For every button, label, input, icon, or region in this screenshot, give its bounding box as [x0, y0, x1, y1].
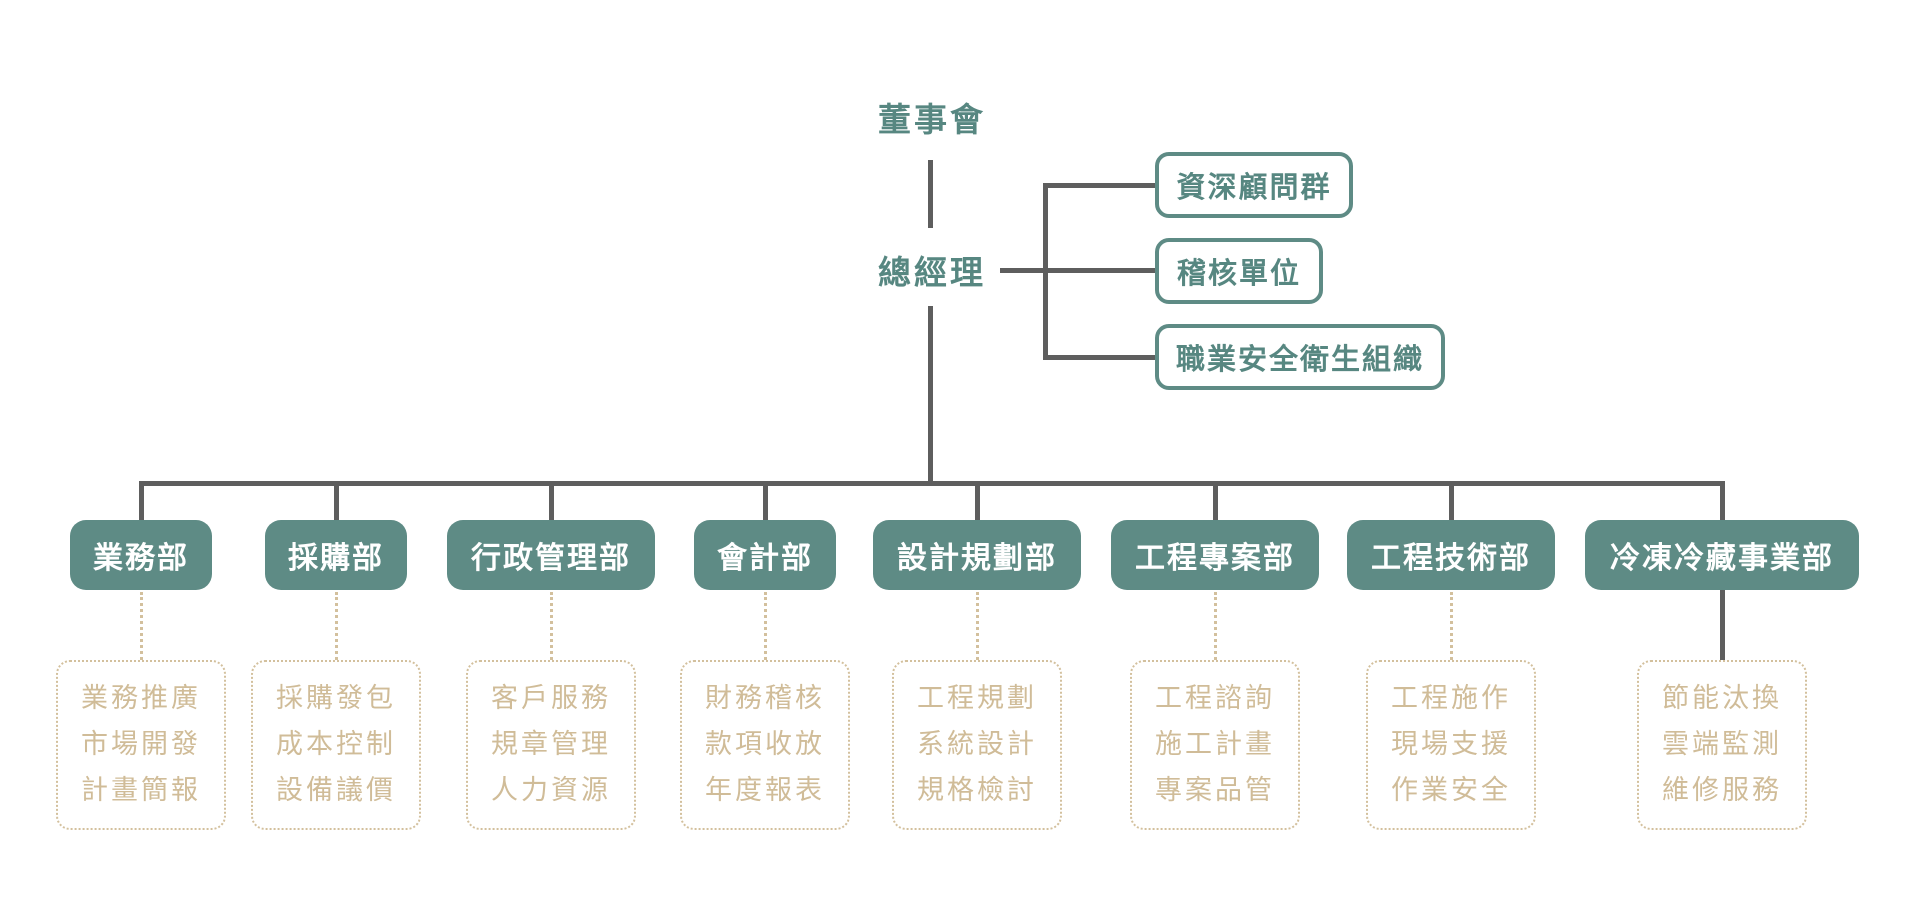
connector-drop-2: [334, 481, 339, 522]
duty-item: 人力資源: [491, 775, 611, 806]
connector-drop-6: [1213, 481, 1218, 522]
dotted-connector-3: [550, 592, 553, 660]
staff-unit-box-safety: 職業安全衛生組織: [1155, 324, 1445, 390]
duty-item: 維修服務: [1662, 775, 1782, 806]
duty-item: 成本控制: [276, 729, 396, 760]
general-manager-title: 總經理: [878, 253, 986, 292]
department-box-3: 行政管理部: [447, 520, 655, 590]
duties-box-7: 工程施作 現場支援 作業安全: [1366, 660, 1536, 830]
department-label: 冷凍冷藏事業部: [1610, 541, 1834, 576]
connector-drop-3: [549, 481, 554, 522]
department-label: 會計部: [717, 541, 813, 576]
duty-item: 客戶服務: [491, 683, 611, 714]
duty-item: 作業安全: [1391, 775, 1511, 806]
department-label: 採購部: [288, 541, 384, 576]
staff-unit-label: 稽核單位: [1176, 256, 1301, 290]
board-title: 董事會: [878, 100, 986, 139]
duty-item: 年度報表: [705, 775, 825, 806]
duties-box-8: 節能汰換 雲端監測 維修服務: [1637, 660, 1807, 830]
duties-box-3: 客戶服務 規章管理 人力資源: [466, 660, 636, 830]
dotted-connector-5: [976, 592, 979, 660]
connector-drop-1: [139, 481, 144, 522]
connector-staff-branch-1: [1048, 183, 1158, 188]
connector-gm-stub: [1000, 268, 1048, 273]
duty-item: 設備議價: [276, 775, 396, 806]
duty-item: 規格檢討: [917, 775, 1037, 806]
duties-box-2: 採購發包 成本控制 設備議價: [251, 660, 421, 830]
connector-drop-7: [1449, 481, 1454, 522]
duty-item: 工程規劃: [917, 683, 1037, 714]
department-label: 業務部: [93, 541, 189, 576]
duty-item: 計畫簡報: [81, 775, 201, 806]
connector-drop-4: [763, 481, 768, 522]
duty-item: 財務稽核: [705, 683, 825, 714]
department-box-8: 冷凍冷藏事業部: [1585, 520, 1859, 590]
department-label: 行政管理部: [471, 541, 631, 576]
dotted-connector-1: [140, 592, 143, 660]
connector-staff-branch-2: [1048, 268, 1158, 273]
duty-item: 款項收放: [705, 729, 825, 760]
duties-box-4: 財務稽核 款項收放 年度報表: [680, 660, 850, 830]
duty-item: 工程諮詢: [1155, 683, 1275, 714]
connector-staff-branch-3: [1048, 355, 1158, 360]
staff-unit-label: 資深顧問群: [1176, 170, 1332, 204]
connector-staff-trunk: [1043, 183, 1048, 360]
duty-item: 施工計畫: [1155, 729, 1275, 760]
staff-unit-box-advisors: 資深顧問群: [1155, 152, 1353, 218]
department-box-7: 工程技術部: [1347, 520, 1555, 590]
duty-item: 雲端監測: [1662, 729, 1782, 760]
connector-drop-8: [1720, 481, 1725, 522]
duty-item: 現場支援: [1391, 729, 1511, 760]
staff-unit-box-audit: 稽核單位: [1155, 238, 1323, 304]
dotted-connector-4: [764, 592, 767, 660]
connector-board-to-gm: [928, 160, 933, 228]
duty-item: 專案品管: [1155, 775, 1275, 806]
duty-item: 規章管理: [491, 729, 611, 760]
dotted-connector-7: [1450, 592, 1453, 660]
dotted-connector-2: [335, 592, 338, 660]
department-box-1: 業務部: [70, 520, 212, 590]
connector-gm-to-departments: [928, 306, 933, 484]
staff-unit-label: 職業安全衛生組織: [1175, 342, 1424, 376]
duties-box-6: 工程諮詢 施工計畫 專案品管: [1130, 660, 1300, 830]
duties-box-1: 業務推廣 市場開發 計畫簡報: [56, 660, 226, 830]
duty-item: 系統設計: [917, 729, 1037, 760]
duty-item: 市場開發: [81, 729, 201, 760]
duty-item: 業務推廣: [81, 683, 201, 714]
department-label: 設計規劃部: [897, 541, 1057, 576]
department-label: 工程技術部: [1371, 541, 1531, 576]
duty-item: 採購發包: [276, 683, 396, 714]
duty-item: 節能汰換: [1662, 683, 1782, 714]
connector-dept8-to-duties: [1720, 588, 1725, 662]
department-box-6: 工程專案部: [1111, 520, 1319, 590]
department-box-4: 會計部: [694, 520, 836, 590]
duties-box-5: 工程規劃 系統設計 規格檢討: [892, 660, 1062, 830]
connector-drop-5: [975, 481, 980, 522]
department-box-2: 採購部: [265, 520, 407, 590]
connector-distribution-bar: [139, 481, 1725, 486]
department-box-5: 設計規劃部: [873, 520, 1081, 590]
duty-item: 工程施作: [1391, 683, 1511, 714]
department-label: 工程專案部: [1135, 541, 1295, 576]
dotted-connector-6: [1214, 592, 1217, 660]
